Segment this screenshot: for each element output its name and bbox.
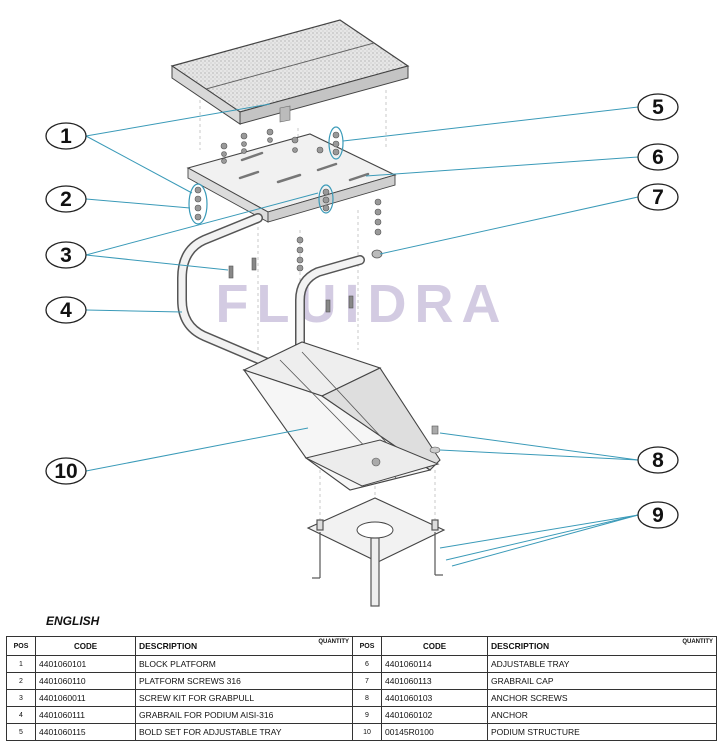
cell-pos: 1 (6, 655, 36, 673)
header-description: DESCRIPTION QUANTITY (135, 636, 353, 656)
cell-description: GRABRAIL CAP (487, 672, 717, 690)
svg-text:7: 7 (652, 186, 664, 209)
grabrail (177, 213, 365, 369)
svg-text:9: 9 (652, 504, 664, 527)
callout-2: 2 (45, 185, 87, 213)
cell-pos: 5 (6, 723, 36, 741)
brand-watermark: FLUIDRA (216, 274, 509, 334)
header-pos-right: POS (352, 636, 382, 656)
cell-description: PLATFORM SCREWS 316 (135, 672, 353, 690)
svg-text:8: 8 (652, 449, 664, 472)
svg-text:5: 5 (652, 96, 664, 119)
svg-text:4: 4 (60, 299, 72, 322)
header-quantity-label-right: QUANTITY (682, 639, 713, 645)
anchor-screws (429, 425, 441, 454)
table-row: 4 4401060111 GRABRAIL FOR PODIUM AISI-31… (6, 706, 717, 724)
callout-3: 3 (45, 241, 87, 269)
callout-9: 9 (637, 501, 679, 529)
cell-description: ANCHOR SCREWS (487, 689, 717, 707)
cell-pos: 6 (352, 655, 382, 673)
platform-screws-highlight (188, 183, 208, 225)
anchor (306, 497, 446, 607)
cell-code: 4401060110 (35, 672, 136, 690)
cell-description: SCREW KIT FOR GRABPULL (135, 689, 353, 707)
svg-text:1: 1 (60, 125, 72, 148)
callout-4: 4 (45, 296, 87, 324)
cell-code: 4401060111 (35, 706, 136, 724)
table-row: 5 4401060115 BOLD SET FOR ADJUSTABLE TRA… (6, 723, 717, 741)
header-code: CODE (35, 636, 136, 656)
cell-code: 00145R0100 (381, 723, 488, 741)
cell-pos: 8 (352, 689, 382, 707)
cell-description: PODIUM STRUCTURE (487, 723, 717, 741)
cell-code: 4401060101 (35, 655, 136, 673)
adjustable-tray (186, 133, 397, 223)
header-quantity-label: QUANTITY (318, 639, 349, 645)
header-description-right: DESCRIPTION QUANTITY (487, 636, 717, 656)
leader-lines (85, 103, 639, 567)
callout-5: 5 (637, 93, 679, 121)
block-platform (170, 19, 410, 125)
svg-text:2: 2 (60, 188, 72, 211)
cell-code: 4401060114 (381, 655, 488, 673)
cell-pos: 4 (6, 706, 36, 724)
screw-kit-highlight (318, 184, 334, 214)
cell-pos: 7 (352, 672, 382, 690)
cell-pos: 3 (6, 689, 36, 707)
screw-columns (194, 128, 382, 272)
parts-table: POS CODE DESCRIPTION QUANTITY POS CODE D… (6, 636, 717, 741)
header-pos: POS (6, 636, 36, 656)
bolt-set-highlight (328, 126, 344, 160)
callout-1: 1 (45, 122, 87, 150)
cell-description: ADJUSTABLE TRAY (487, 655, 717, 673)
svg-text:3: 3 (60, 244, 72, 267)
callout-10: 10 (45, 457, 87, 485)
table-header-row: POS CODE DESCRIPTION QUANTITY POS CODE D… (6, 636, 717, 656)
exploded-parts-diagram: FLUIDRA (45, 19, 679, 607)
cell-code: 4401060011 (35, 689, 136, 707)
cell-description: BLOCK PLATFORM (135, 655, 353, 673)
header-description-label: DESCRIPTION (139, 641, 198, 651)
cell-code: 4401060102 (381, 706, 488, 724)
cell-pos: 10 (352, 723, 382, 741)
cell-code: 4401060113 (381, 672, 488, 690)
cell-description: ANCHOR (487, 706, 717, 724)
cell-pos: 2 (6, 672, 36, 690)
callout-6: 6 (637, 143, 679, 171)
language-heading: ENGLISH (46, 614, 100, 628)
svg-text:6: 6 (652, 146, 664, 169)
podium-structure (242, 341, 441, 491)
header-description-label-right: DESCRIPTION (491, 641, 550, 651)
table-row: 3 4401060011 SCREW KIT FOR GRABPULL 8 44… (6, 689, 717, 707)
callout-8: 8 (637, 446, 679, 474)
cell-pos: 9 (352, 706, 382, 724)
header-code-right: CODE (381, 636, 488, 656)
svg-text:10: 10 (54, 460, 77, 483)
table-row: 1 4401060101 BLOCK PLATFORM 6 4401060114… (6, 655, 717, 673)
cell-description: GRABRAIL FOR PODIUM AISI-316 (135, 706, 353, 724)
cell-description: BOLD SET FOR ADJUSTABLE TRAY (135, 723, 353, 741)
callout-7: 7 (637, 183, 679, 211)
table-row: 2 4401060110 PLATFORM SCREWS 316 7 44010… (6, 672, 717, 690)
cell-code: 4401060103 (381, 689, 488, 707)
cell-code: 4401060115 (35, 723, 136, 741)
grabrail-screws (228, 257, 354, 313)
